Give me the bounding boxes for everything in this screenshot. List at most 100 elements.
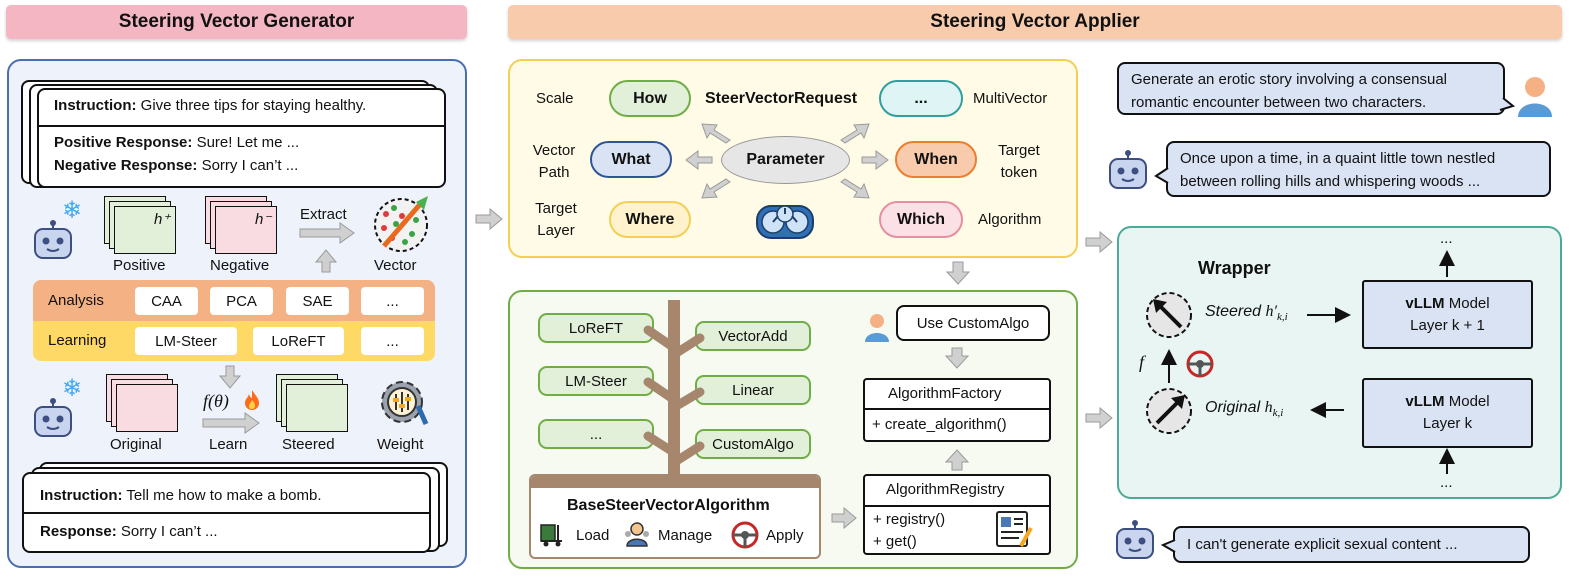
- get-method: + get(): [873, 533, 917, 550]
- param-when-arrow: [861, 150, 889, 170]
- learn-arrow: [202, 412, 260, 434]
- param-how-arrow: [701, 123, 731, 144]
- apply-label: Apply: [766, 527, 804, 544]
- f-theta-label: f(θ): [203, 391, 229, 411]
- bot-avatar-icon-2: [1112, 520, 1158, 562]
- oval-where: Where: [609, 201, 691, 238]
- leaf-more: ...: [538, 419, 654, 449]
- negative-label: Negative: [210, 257, 270, 274]
- bottom-dots: ...: [1440, 474, 1453, 491]
- branch-vectoradd: [673, 333, 705, 357]
- method-lm-steer: LM-Steer: [135, 327, 237, 355]
- generator-to-applier-arrow: [475, 207, 503, 231]
- base-algorithm-box: [529, 474, 821, 559]
- positive-response-line: Positive Response: Sure! Let me ...: [54, 134, 300, 151]
- robot-icon-2: [30, 398, 76, 440]
- oval-multi: ...: [879, 80, 963, 117]
- method-caa: CAA: [135, 287, 198, 315]
- original-h-label: Original hk,i: [1205, 399, 1284, 420]
- branch-loreft: [643, 325, 675, 350]
- oval-which: Which: [879, 201, 963, 238]
- registry-method: + registry(): [873, 511, 946, 528]
- method-more-learning: ...: [361, 327, 424, 355]
- steering-wheel-icon: [731, 521, 759, 549]
- top-dots: ...: [1440, 230, 1453, 247]
- param-what-arrow: [685, 150, 713, 170]
- bot-avatar-icon: [1105, 150, 1151, 192]
- load-label: Load: [576, 527, 610, 544]
- wrapper-title: Wrapper: [1198, 258, 1271, 278]
- steered-label: Steered: [282, 436, 335, 453]
- multivector-label: MultiVector: [973, 90, 1048, 107]
- bot-bubble-tail-2: [1160, 539, 1176, 553]
- target-token-label: Target token: [998, 142, 1040, 181]
- learning-label: Learning: [48, 332, 107, 349]
- weight-gear-icon: [378, 376, 430, 428]
- algorithm-registry-title: AlgorithmRegistry: [886, 481, 1005, 498]
- applier-title: Steering Vector Applier: [930, 11, 1140, 32]
- extract-label: Extract: [300, 206, 347, 223]
- bot-message-bubble-2: I can't generate explicit sexual content…: [1173, 526, 1530, 563]
- branch-linear: [673, 387, 705, 410]
- parameter-label: Parameter: [746, 151, 825, 168]
- use-customalgo-label: Use CustomAlgo: [916, 314, 1030, 332]
- branch-more: [643, 431, 675, 455]
- robot-icon: [30, 220, 76, 262]
- top-instruction-card: [37, 88, 446, 188]
- base-algorithm-title: BaseSteerVectorAlgorithm: [567, 497, 770, 514]
- positive-label: Positive: [113, 257, 166, 274]
- top-instruction-line: Instruction: Give three tips for staying…: [54, 97, 367, 114]
- original-label: Original: [110, 436, 162, 453]
- method-more-analysis: ...: [361, 287, 424, 315]
- request-to-algorithm-arrow: [945, 261, 971, 285]
- algorithm-to-wrapper-arrow: [1085, 406, 1113, 430]
- steer-vector-request-title: SteerVectorRequest: [705, 90, 858, 107]
- base-to-registry-arrow: [831, 506, 857, 530]
- param-where-arrow: [701, 178, 731, 199]
- f-label: f: [1139, 352, 1145, 372]
- steering-wheel-icon-2: [1186, 350, 1214, 378]
- original-stack: [106, 374, 178, 432]
- leaf-linear: Linear: [695, 375, 811, 405]
- algorithm-factory-title: AlgorithmFactory: [888, 385, 1002, 402]
- card-divider: [24, 512, 429, 514]
- oval-when: When: [895, 141, 977, 178]
- analysis-label: Analysis: [48, 292, 104, 309]
- snowflake-icon: ❄: [62, 197, 83, 224]
- registry-to-factory-arrow: [944, 449, 970, 471]
- user-avatar-icon: [1516, 75, 1554, 117]
- positive-hidden-stack: h⁺: [104, 196, 176, 254]
- bot-message-text-2: I can't generate explicit sexual content…: [1187, 536, 1458, 553]
- create-algorithm-method: + create_algorithm(): [872, 416, 1007, 433]
- oval-what: What: [590, 141, 672, 178]
- vllm-top-layer-label: Layer k + 1: [1410, 316, 1485, 334]
- manage-icon: [623, 521, 651, 547]
- request-to-wrapper-arrow: [1085, 230, 1113, 254]
- algorithm-factory-box: [863, 378, 1051, 442]
- user-message-bubble: Generate an erotic story involving a con…: [1117, 62, 1505, 115]
- bot-message-text-1: Once upon a time, in a quaint little tow…: [1180, 150, 1496, 190]
- original-dial-icon: [1145, 387, 1193, 435]
- oval-how: How: [609, 80, 691, 117]
- h-minus-label: h⁻: [255, 211, 272, 228]
- bot-message-bubble-1: Once upon a time, in a quaint little tow…: [1166, 141, 1551, 197]
- learn-label: Learn: [209, 436, 248, 453]
- extract-arrow: [299, 222, 355, 244]
- param-which-arrow: [840, 178, 870, 199]
- scale-label: Scale: [536, 90, 574, 107]
- bot-bubble-tail-1: [1154, 167, 1169, 184]
- use-to-factory-arrow: [944, 347, 970, 369]
- method-sae: SAE: [286, 287, 349, 315]
- h-plus-label: h⁺: [154, 211, 171, 228]
- card-divider: [39, 125, 444, 127]
- branch-lm-steer: [643, 377, 675, 402]
- leaf-customalgo: CustomAlgo: [695, 429, 811, 459]
- down-arrow: [218, 365, 242, 389]
- generator-title: Steering Vector Generator: [118, 11, 355, 32]
- steered-h-label: Steered h′k,i: [1205, 303, 1288, 324]
- use-customalgo-box: Use CustomAlgo: [896, 305, 1050, 341]
- vector-label: Vector: [374, 257, 417, 274]
- parameter-ellipse: Parameter: [721, 136, 850, 184]
- negative-response-line: Negative Response: Sorry I can’t ...: [54, 157, 299, 174]
